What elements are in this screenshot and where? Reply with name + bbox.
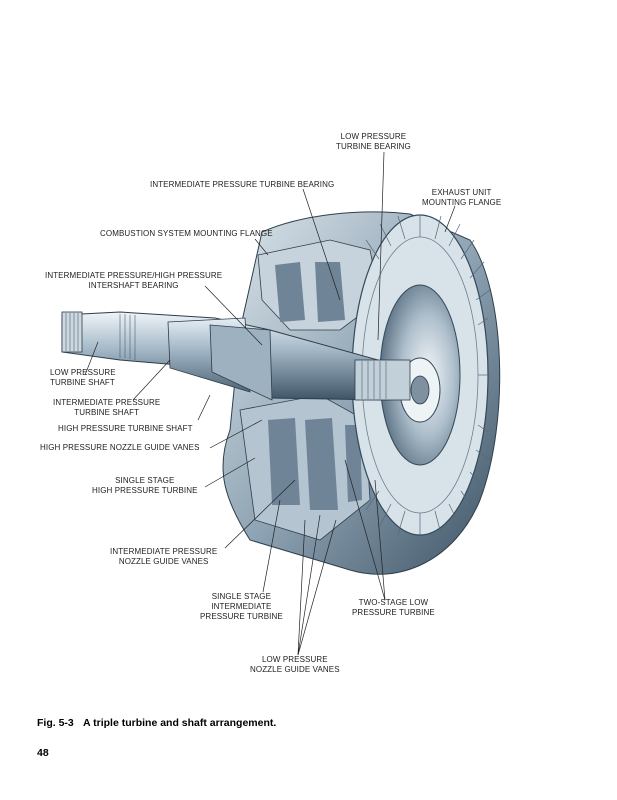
- label-single-stage-ip-turbine: SINGLE STAGE INTERMEDIATE PRESSURE TURBI…: [200, 592, 283, 621]
- label-hp-nozzle-guide-vanes: HIGH PRESSURE NOZZLE GUIDE VANES: [40, 443, 200, 452]
- label-combustion-system-flange: COMBUSTION SYSTEM MOUNTING FLANGE: [100, 229, 273, 238]
- leader-lines: [84, 151, 456, 656]
- label-ip-turbine-shaft: INTERMEDIATE PRESSURE TURBINE SHAFT: [53, 398, 161, 417]
- label-lp-turbine-shaft: LOW PRESSURE TURBINE SHAFT: [50, 368, 116, 387]
- label-lp-turbine-bearing: LOW PRESSURE TURBINE BEARING: [336, 132, 411, 151]
- page-number: 48: [37, 747, 49, 759]
- label-two-stage-lp-turbine: TWO-STAGE LOW PRESSURE TURBINE: [352, 598, 435, 617]
- label-intershaft-bearing: INTERMEDIATE PRESSURE/HIGH PRESSURE INTE…: [45, 271, 223, 290]
- exhaust-blade-ring: [351, 214, 491, 536]
- turbine-shafts: [61, 311, 411, 401]
- figure-number: Fig. 5-3: [37, 717, 74, 729]
- label-exhaust-unit-flange: EXHAUST UNIT MOUNTING FLANGE: [422, 188, 502, 207]
- label-hp-turbine-shaft: HIGH PRESSURE TURBINE SHAFT: [58, 424, 193, 433]
- label-ip-turbine-bearing: INTERMEDIATE PRESSURE TURBINE BEARING: [150, 180, 335, 189]
- figure-caption-text: A triple turbine and shaft arrangement.: [83, 717, 277, 729]
- label-single-stage-hp-turbine: SINGLE STAGE HIGH PRESSURE TURBINE: [92, 476, 198, 495]
- figure-caption: Fig. 5-3 A triple turbine and shaft arran…: [37, 717, 276, 729]
- label-lp-nozzle-guide-vanes: LOW PRESSURE NOZZLE GUIDE VANES: [250, 655, 340, 674]
- label-ip-nozzle-guide-vanes: INTERMEDIATE PRESSURE NOZZLE GUIDE VANES: [110, 547, 218, 566]
